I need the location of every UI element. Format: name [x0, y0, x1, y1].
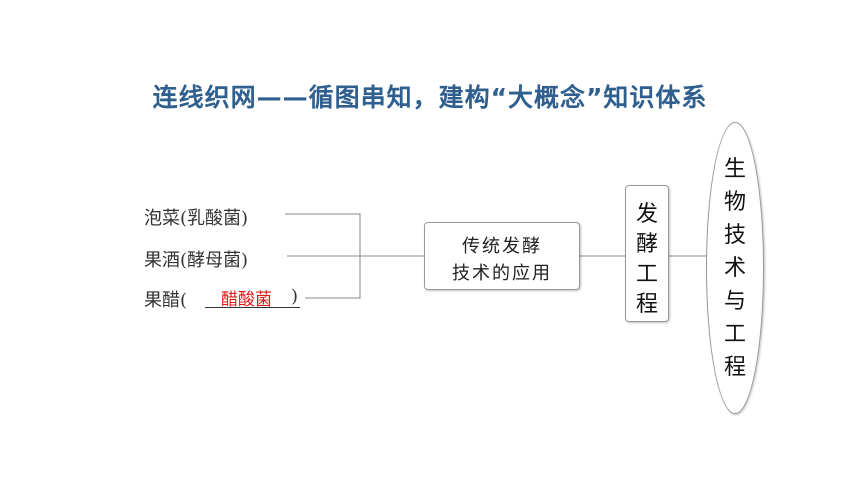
application-line-1: 传统发酵: [462, 236, 542, 257]
item-guojiu: 果酒(酵母菌): [144, 250, 249, 271]
item-paocai: 泡菜(乳酸菌): [144, 208, 249, 229]
item-guocu: 果醋(: [144, 290, 188, 311]
page-title: 连线织网——循图串知，建构“大概念”知识体系: [152, 83, 708, 112]
bio-char: 术: [723, 256, 746, 281]
bio-char: 程: [723, 355, 746, 380]
ferm-char: 工: [635, 262, 658, 287]
bio-char: 生: [723, 157, 746, 182]
bio-char: 技: [723, 223, 746, 248]
fermentation-box: 发 酵 工 程: [625, 185, 669, 322]
bio-char: 与: [723, 289, 746, 314]
application-box: 传统发酵 技术的应用: [424, 222, 580, 290]
answer-text: 醋酸菌: [221, 290, 272, 310]
bio-char: 工: [723, 322, 746, 347]
ferm-char: 酵: [635, 232, 658, 257]
biotech-ellipse: 生 物 技 术 与 工 程: [706, 122, 764, 414]
closing-paren: ): [291, 286, 299, 307]
answer-blank-line: [205, 307, 300, 308]
ferm-char: 发: [635, 202, 658, 227]
bio-char: 物: [723, 190, 746, 215]
application-line-2: 技术的应用: [452, 263, 552, 284]
ferm-char: 程: [635, 292, 658, 317]
